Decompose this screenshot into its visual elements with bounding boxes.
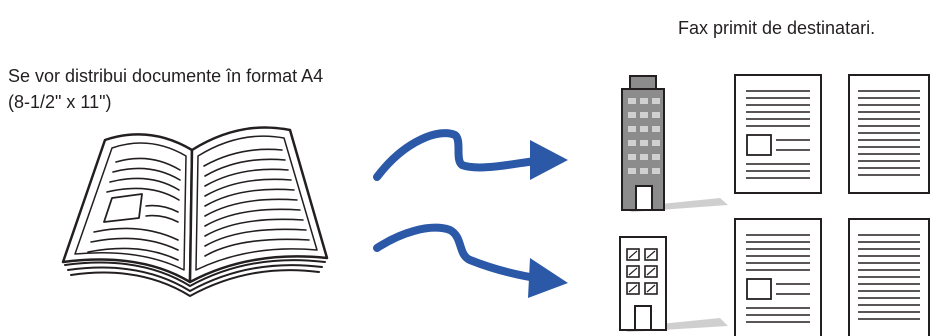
document-page-icon bbox=[734, 218, 822, 336]
office-building-icon bbox=[621, 75, 728, 212]
recipients-caption: Fax primit de destinatari. bbox=[678, 18, 876, 38]
apartment-building-icon bbox=[619, 236, 728, 332]
curved-arrow-icon bbox=[373, 129, 568, 181]
source-caption: Se vor distribui documente în format A4 bbox=[8, 66, 324, 86]
source-caption-size: (8-1/2" x 11") bbox=[8, 92, 112, 112]
open-book-icon bbox=[61, 126, 329, 297]
document-page-icon bbox=[848, 218, 930, 336]
curved-arrow-icon bbox=[373, 223, 568, 298]
document-page-icon bbox=[848, 74, 930, 194]
document-page-icon bbox=[734, 74, 822, 194]
